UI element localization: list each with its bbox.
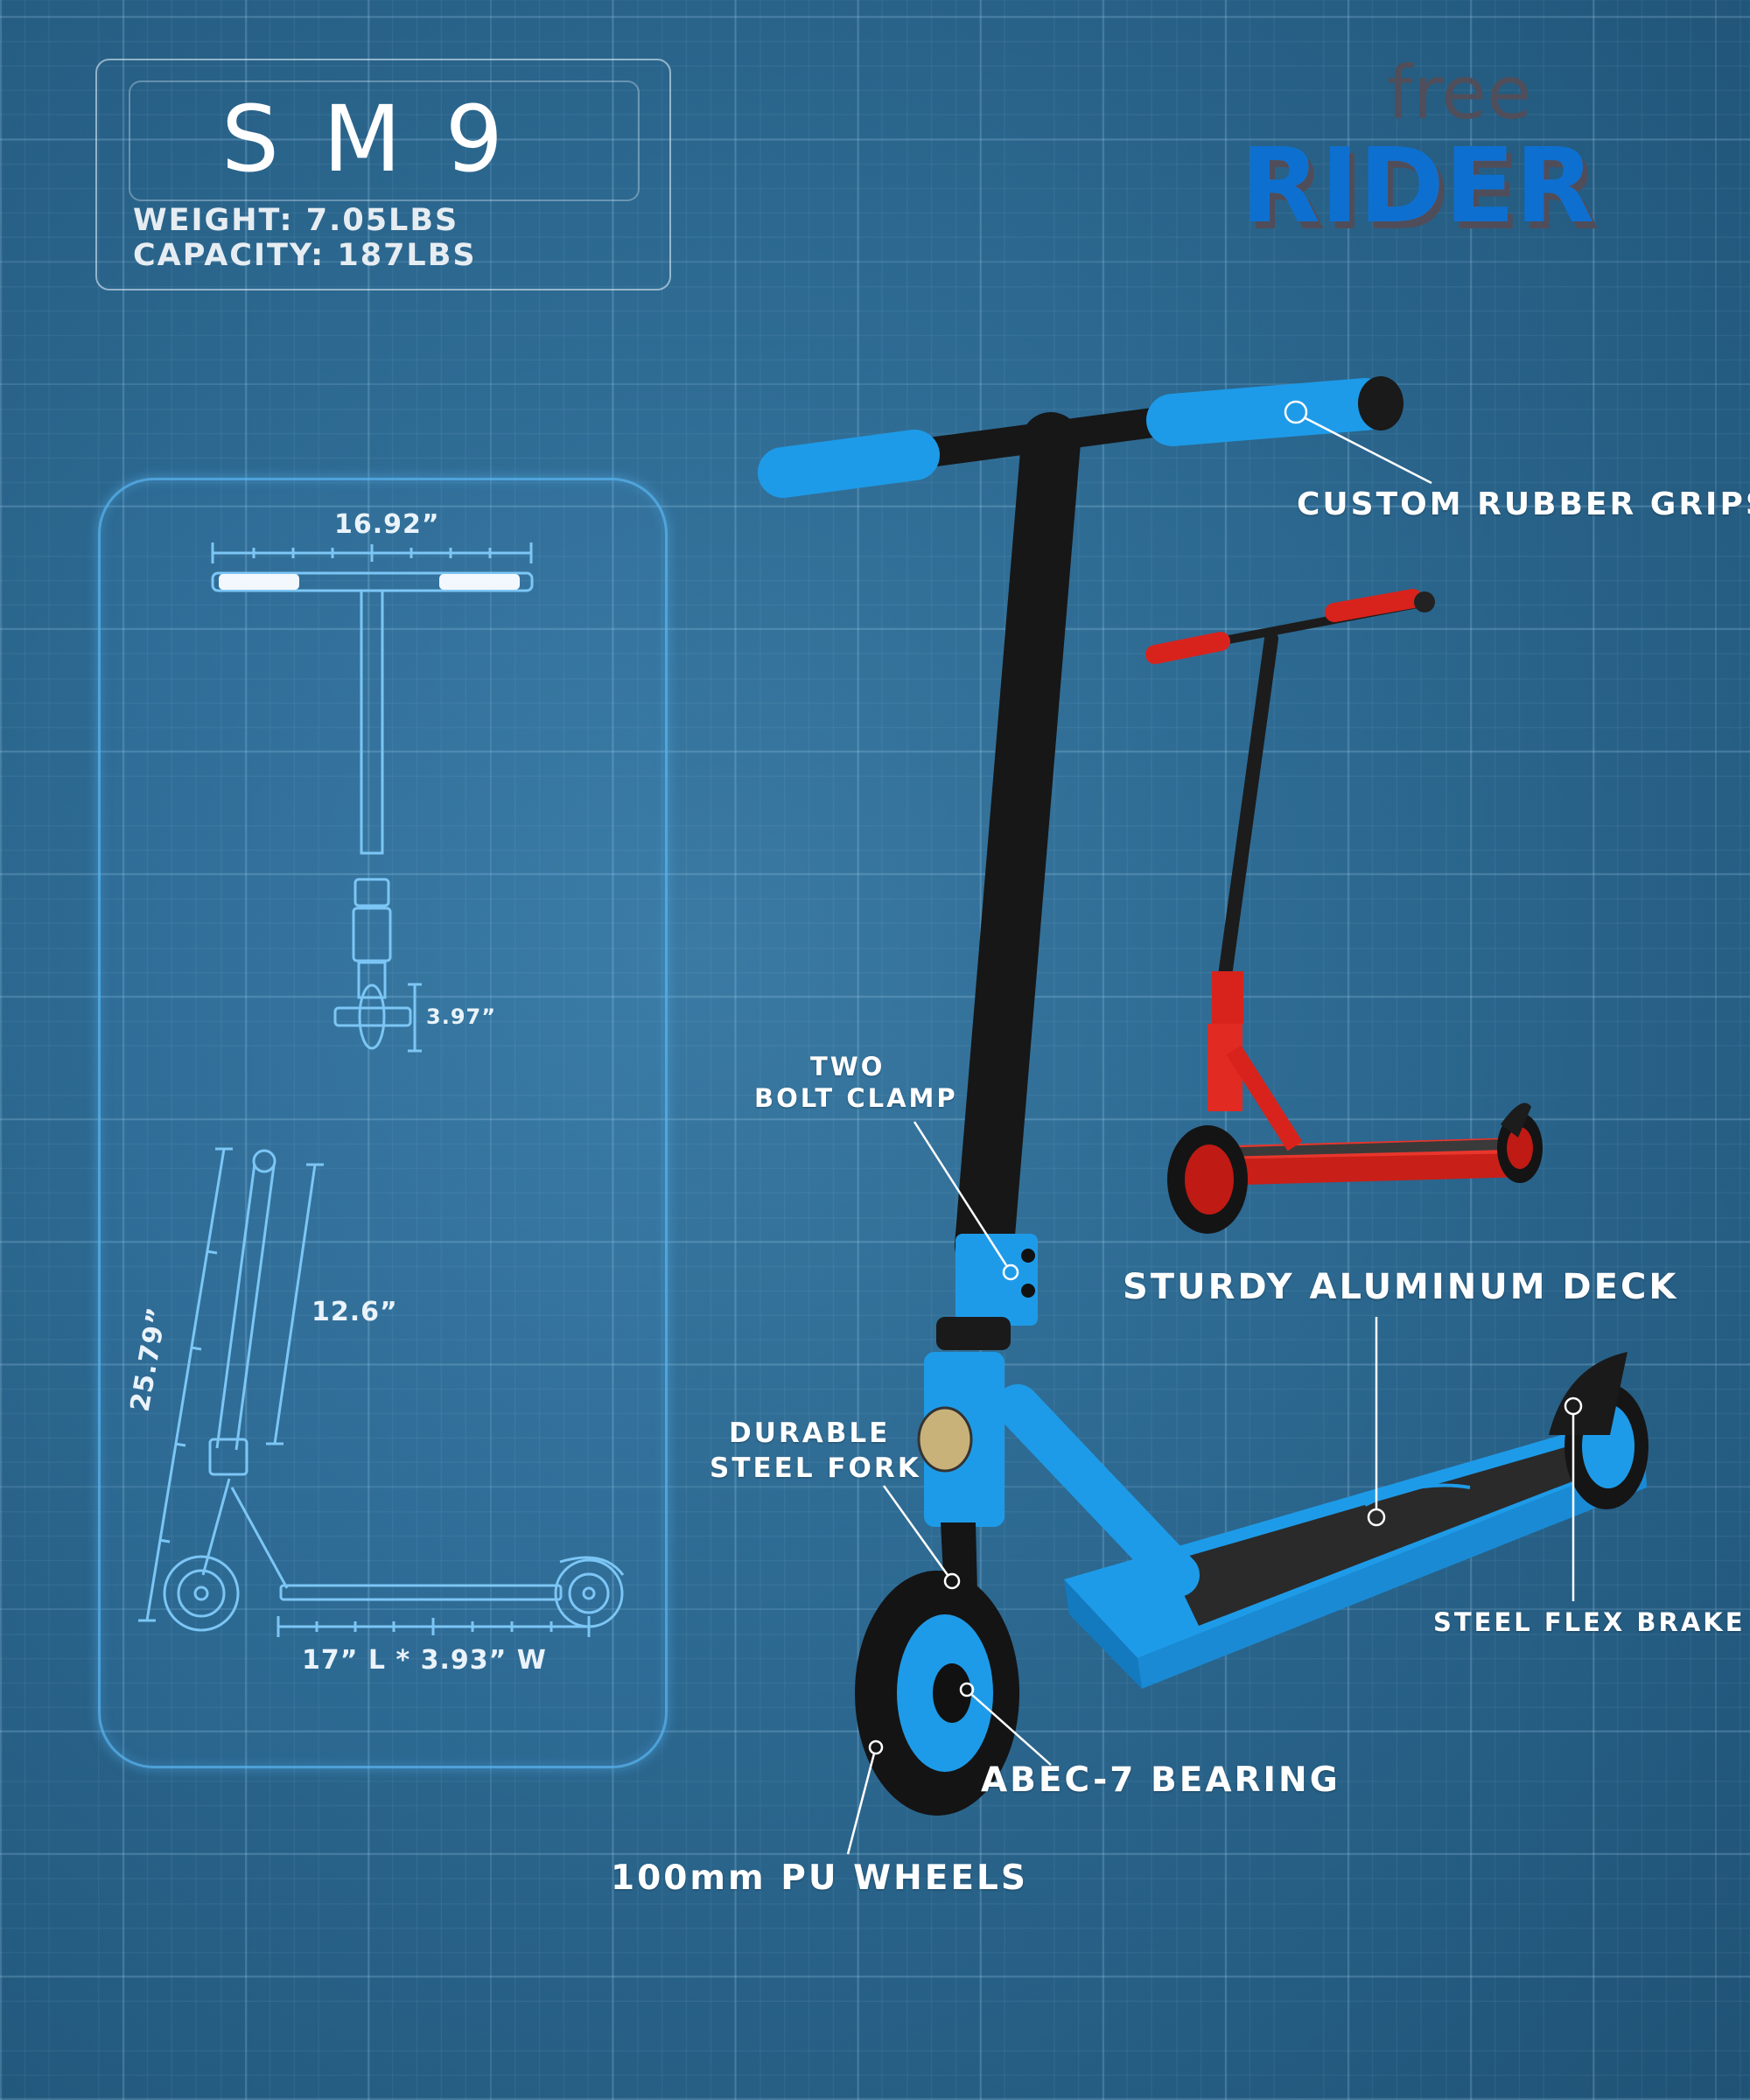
callout-bearing: ABEC-7 BEARING [981,1760,1340,1800]
weight-spec: WEIGHT: 7.05LBS [133,203,459,238]
side-view-drawing [163,1149,625,1632]
spec-box [95,59,671,290]
logo-rider: RIDER [1241,125,1594,241]
fork-marker [943,1572,961,1590]
callout-fork-line2: STEEL FORK [710,1452,921,1484]
bearing-marker [959,1682,975,1698]
callout-fork-line1: DURABLE [729,1418,891,1449]
logo-free: free [1387,50,1532,136]
wheel-width-label: 3.97” [426,1004,496,1029]
callout-deck: STURDY ALUMINUM DECK [1123,1267,1679,1307]
handlebar-width-label: 16.92” [334,509,440,540]
brake-marker [1564,1396,1583,1416]
wheel-width-ruler [408,983,422,1053]
front-view-drawing [211,571,534,1050]
handlebar-width-ruler [211,542,533,564]
deck-length-ruler [276,1616,591,1637]
brand-logo: free RIDER [1241,50,1594,241]
grips-marker [1284,400,1308,424]
deck-marker [1367,1508,1386,1527]
bar-height-label: 12.6” [312,1297,398,1327]
callout-wheels: 100mm PU WHEELS [611,1858,1028,1898]
callout-brake: STEEL FLEX BRAKE [1433,1607,1746,1637]
total-height-ruler [138,1147,233,1622]
capacity-spec: CAPACITY: 187LBS [133,238,477,273]
model-name: SM9 [221,86,547,192]
deck-size-label: 17” L * 3.93” W [302,1645,547,1676]
clamp-marker [1002,1264,1019,1281]
model-title-box [129,80,640,201]
wheels-marker [868,1740,884,1755]
callout-clamp-line1: TWO [810,1052,886,1082]
callout-clamp-line2: BOLT CLAMP [754,1083,958,1113]
bar-height-ruler [266,1163,324,1446]
callout-grips: CUSTOM RUBBER GRIPS [1297,486,1750,522]
